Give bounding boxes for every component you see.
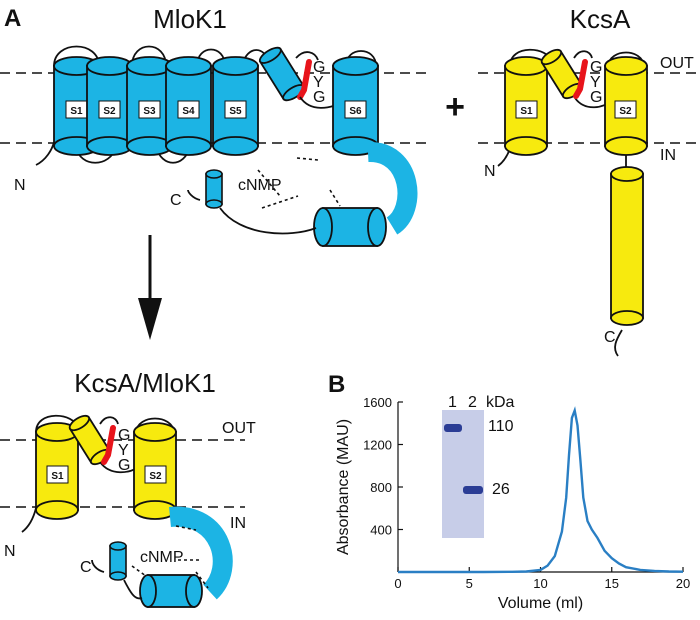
kcsa-segment-s1: S1 <box>504 56 548 156</box>
mlok1-segment-s6: S6 <box>332 56 379 156</box>
mlok1-s5-label: S5 <box>229 106 242 117</box>
chimera-n-tail <box>21 507 37 533</box>
chimera-c-linker <box>169 506 233 600</box>
mlok1-selectivity-filter <box>297 59 312 100</box>
mlok1-cnmp-label: cNMP <box>238 177 282 194</box>
mlok1-n-terminus: N <box>14 177 26 194</box>
chimera-in-label: IN <box>230 515 246 532</box>
mlok1-s3-label: S3 <box>143 106 156 117</box>
chimera-s2-label: S2 <box>149 471 162 482</box>
chimera-filter-y: Y <box>118 442 129 459</box>
mlok1-c-tail <box>187 189 201 201</box>
y-tick-label: 1200 <box>363 438 392 453</box>
y-tick-label: 800 <box>370 480 392 495</box>
gel-marker-26: 26 <box>492 481 510 498</box>
kcsa-loop-ph-filter <box>573 50 593 59</box>
chimera-loop-ph-filter <box>99 416 119 425</box>
x-axis-ticks: 0 5 10 15 20 <box>394 567 690 591</box>
mlok1-loop-ph-filter <box>295 51 319 61</box>
x-tick-label: 15 <box>605 576 619 591</box>
mlok1-segment-s2: S2 <box>86 56 133 156</box>
chimera-title: KcsA/MloK1 <box>74 368 216 398</box>
kcsa-title: KcsA <box>570 4 631 34</box>
kcsa-in-label: IN <box>660 147 676 164</box>
chimera-segment-s2: S2 <box>133 422 177 520</box>
chimera-segment-s1: S1 <box>35 422 79 520</box>
y-tick-label: 1600 <box>363 395 392 410</box>
gel-lane-2: 2 <box>468 394 477 411</box>
x-tick-label: 5 <box>466 576 473 591</box>
kcsa-c-tail <box>614 329 623 357</box>
y-tick-label: 400 <box>370 523 392 538</box>
mlok1-segment-s3: S3 <box>126 56 173 156</box>
chimera-out-label: OUT <box>222 420 256 437</box>
mlok1-title: MloK1 <box>153 4 227 34</box>
kcsa-filter-y: Y <box>590 74 601 91</box>
mlok1-segment-s5: S5 <box>212 56 259 156</box>
mlok1-segment-s4: S4 <box>165 56 212 156</box>
mlok1-s6-label: S6 <box>349 106 362 117</box>
down-arrow <box>138 235 162 340</box>
mlok1-cnbd <box>187 157 387 247</box>
kcsa-selectivity-filter <box>573 59 588 99</box>
panel-a-label: A <box>4 5 21 32</box>
mlok1-s4-label: S4 <box>182 106 195 117</box>
kcsa-c-terminus: C <box>604 329 616 346</box>
chimera-selectivity-filter <box>101 425 116 465</box>
gel-lane-1: 1 <box>448 394 457 411</box>
kcsa-s1-label: S1 <box>520 106 533 117</box>
y-axis-ticks: 400 800 1200 1600 <box>363 395 403 538</box>
mlok1-pore-helix <box>258 46 306 102</box>
mlok1-n-tail <box>35 141 55 166</box>
gel-band-110 <box>444 424 462 432</box>
y-axis-label: Absorbance (MAU) <box>335 419 352 555</box>
sec-chromatogram: 400 800 1200 1600 0 5 10 15 20 Volume (ml) Abso… <box>335 395 690 612</box>
chimera-pore-helix <box>68 414 112 466</box>
x-tick-label: 10 <box>533 576 547 591</box>
mlok1-filter-y: Y <box>313 74 324 91</box>
gel-marker-110: 110 <box>488 418 514 435</box>
chimera-n-terminus: N <box>4 543 16 560</box>
chimera-cnbd <box>91 525 209 608</box>
kcsa-out-label: OUT <box>660 55 694 72</box>
plus-sign: + <box>445 88 465 126</box>
gel-inset: 1 2 kDa 110 26 <box>442 394 515 538</box>
gel-band-26 <box>463 486 483 494</box>
panel-b-label: B <box>328 371 345 398</box>
chimera-cnbd-loop <box>123 579 143 600</box>
chimera-s1-label: S1 <box>51 471 64 482</box>
mlok1-s2-label: S2 <box>103 106 116 117</box>
chimera-filter-g2: G <box>118 457 130 474</box>
gel-unit: kDa <box>486 394 515 411</box>
kcsa-s2-label: S2 <box>619 106 632 117</box>
x-axis-label: Volume (ml) <box>498 595 583 612</box>
kcsa-n-terminus: N <box>484 163 496 180</box>
chimera-cnmp-label: cNMP <box>140 549 184 566</box>
mlok1-c-terminus: C <box>170 192 182 209</box>
chimera-filter-g1: G <box>118 427 130 444</box>
kcsa-c-terminal-helix <box>610 166 644 326</box>
mlok1-s1-label: S1 <box>70 106 83 117</box>
kcsa-segment-s2: S2 <box>604 56 648 156</box>
absorbance-trace <box>398 406 684 574</box>
x-tick-label: 0 <box>394 576 401 591</box>
chimera-c-terminus: C <box>80 559 92 576</box>
kcsa-filter-g2: G <box>590 89 602 106</box>
chimera-c-tail <box>91 559 105 573</box>
kcsa-filter-g1: G <box>590 59 602 76</box>
mlok1-cnbd-loop <box>219 207 317 235</box>
mlok1-filter-g2: G <box>313 89 325 106</box>
x-tick-label: 20 <box>676 576 690 591</box>
mlok1-c-linker <box>367 142 418 235</box>
mlok1-filter-g1: G <box>313 59 325 76</box>
